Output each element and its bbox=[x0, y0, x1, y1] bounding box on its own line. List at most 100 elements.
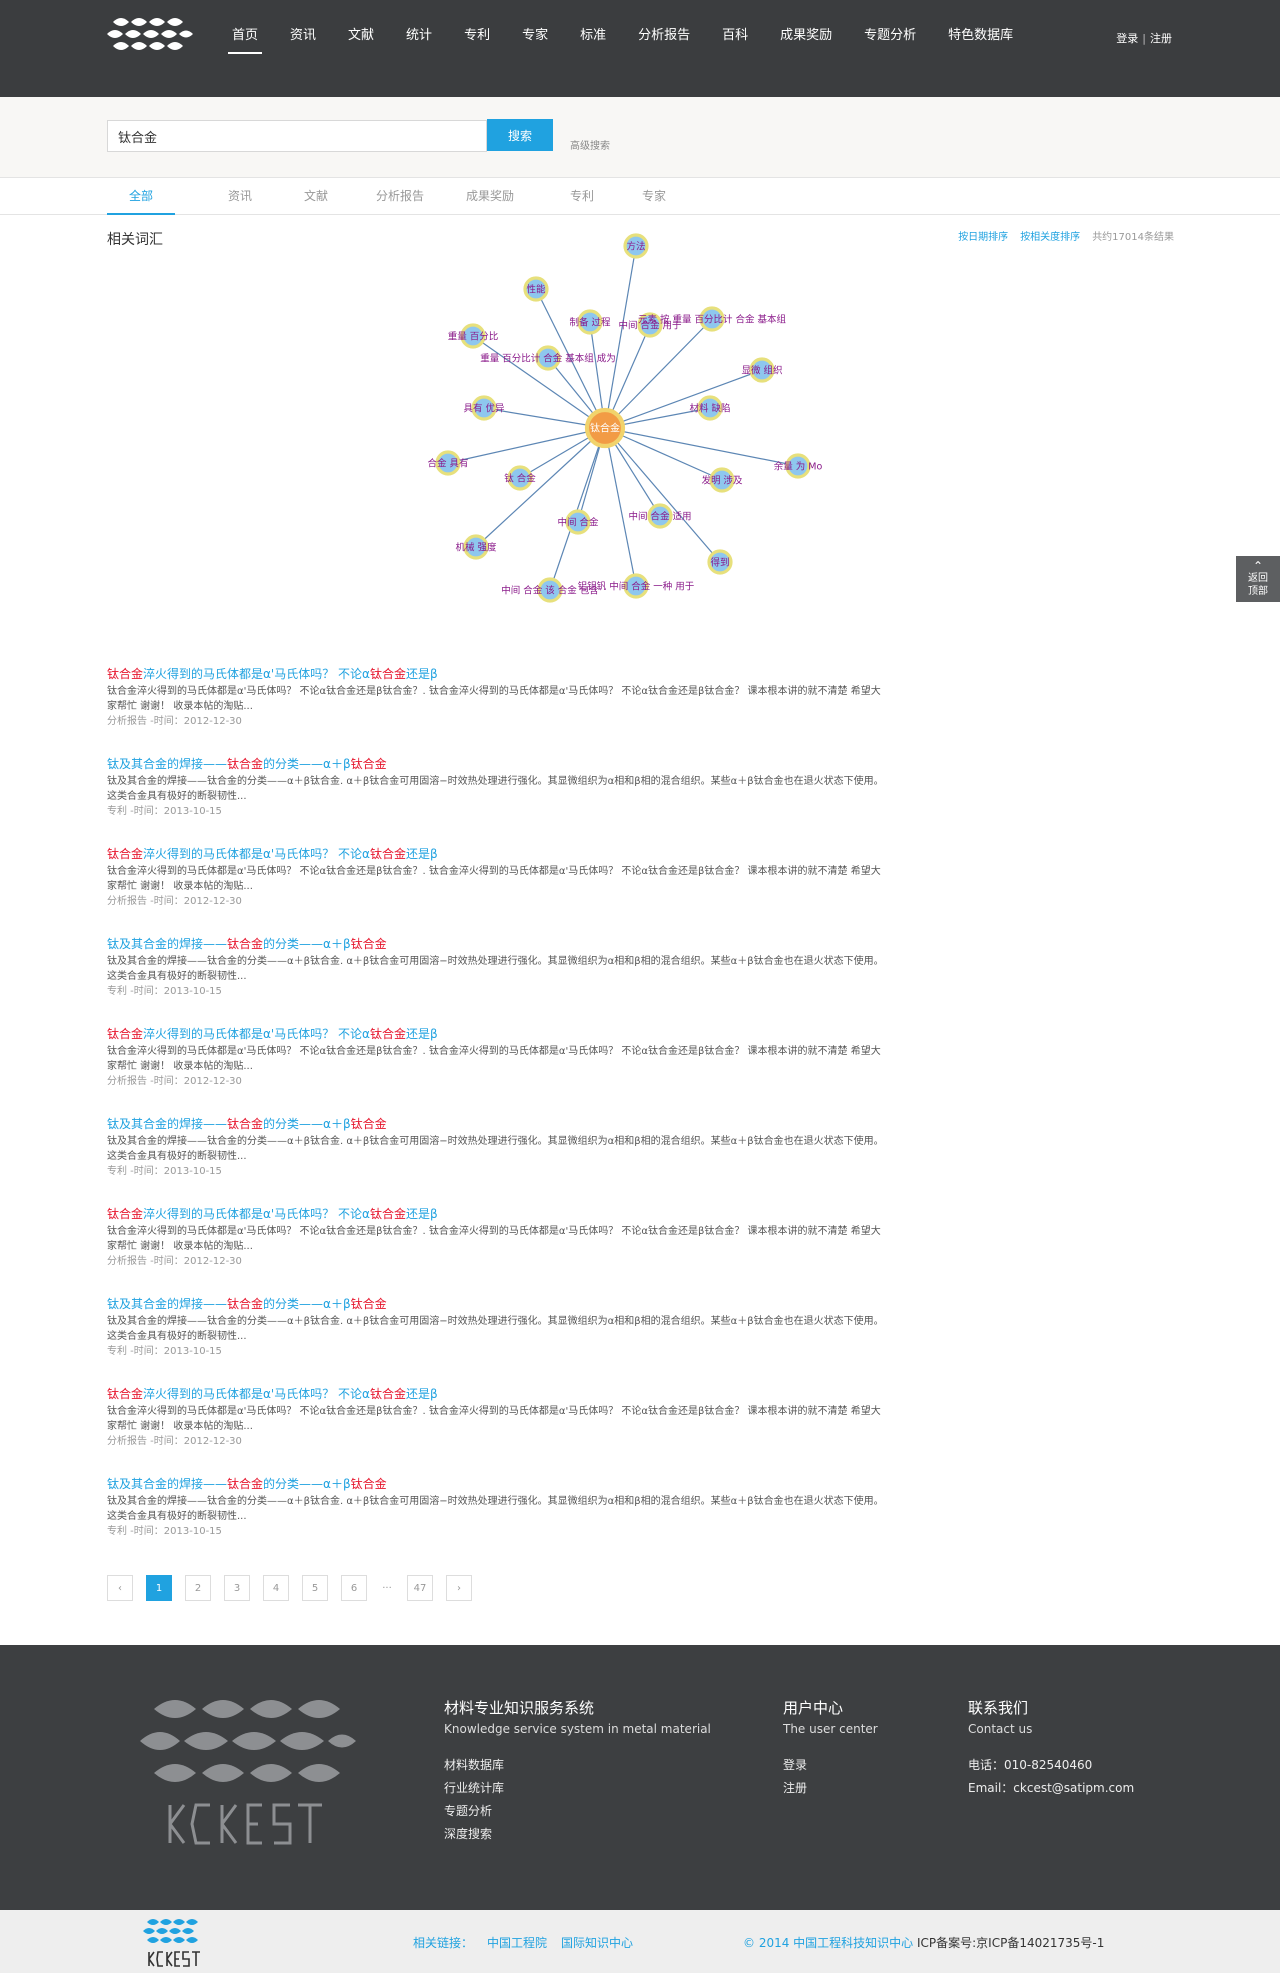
result-title-link[interactable]: 钛及其合金的焊接——钛合金的分类——α＋β钛合金 bbox=[107, 1476, 887, 1492]
graph-node-label[interactable]: 合金 具有 bbox=[427, 458, 468, 470]
result-title-link[interactable]: 钛合金淬火得到的马氏体都是α'马氏体吗？ 不论α钛合金还是β bbox=[107, 1206, 887, 1222]
graph-node[interactable] bbox=[709, 467, 735, 493]
nav-home[interactable]: 首页 bbox=[216, 0, 274, 72]
graph-node-label[interactable]: 中间 合金 适用 bbox=[628, 511, 691, 523]
graph-node[interactable] bbox=[463, 534, 489, 560]
footer-system-subtitle: Knowledge service system in metal materi… bbox=[444, 1722, 711, 1736]
page-6-button[interactable]: 6 bbox=[341, 1575, 367, 1601]
graph-node[interactable] bbox=[637, 312, 663, 338]
nav-topic-analysis[interactable]: 专题分析 bbox=[864, 28, 917, 43]
nav-literature[interactable]: 文献 bbox=[348, 28, 375, 43]
next-page-button[interactable]: › bbox=[446, 1575, 472, 1601]
page-3-button[interactable]: 3 bbox=[224, 1575, 250, 1601]
graph-node[interactable] bbox=[523, 276, 549, 302]
graph-node[interactable] bbox=[507, 465, 533, 491]
back-to-top-button[interactable]: ⌃ 返回 顶部 bbox=[1236, 556, 1280, 602]
nav-encyclopedia[interactable]: 百科 bbox=[722, 28, 749, 43]
footer-link-materials-db[interactable]: 材料数据库 bbox=[444, 1758, 505, 1772]
footer-register-link[interactable]: 注册 bbox=[783, 1781, 808, 1795]
graph-node[interactable] bbox=[623, 573, 649, 599]
footer-link-topic-analysis[interactable]: 专题分析 bbox=[444, 1804, 493, 1818]
graph-node-label[interactable]: 重量 百分比计 合金 基本组 成为 bbox=[480, 353, 616, 365]
graph-node-label[interactable]: 发明 涉及 bbox=[701, 475, 743, 487]
graph-node-label[interactable]: 中间 合金 用于 bbox=[618, 320, 681, 332]
graph-node-label[interactable]: 性能 bbox=[526, 284, 546, 296]
footer-link-deep-search[interactable]: 深度搜索 bbox=[444, 1827, 493, 1841]
graph-node-label[interactable]: 制备 过程 bbox=[569, 317, 611, 329]
graph-node[interactable] bbox=[749, 357, 775, 383]
page-1-button[interactable]: 1 bbox=[146, 1575, 172, 1601]
graph-node-label[interactable]: 材料 缺陷 bbox=[689, 403, 730, 415]
footer-email[interactable]: Email：ckcest@satipm.com bbox=[968, 1781, 1135, 1795]
prev-page-button[interactable]: ‹ bbox=[107, 1575, 133, 1601]
tab-patent[interactable]: 专利 bbox=[569, 189, 594, 203]
graph-node-label[interactable]: 中间 合金 该 合金 包含 bbox=[501, 585, 599, 597]
graph-node[interactable] bbox=[565, 509, 591, 535]
sort-by-relevance[interactable]: 按相关度排序 bbox=[1020, 232, 1081, 243]
graph-node-label[interactable]: 方法 bbox=[626, 241, 645, 253]
graph-node[interactable] bbox=[623, 233, 649, 259]
graph-node[interactable] bbox=[460, 323, 486, 349]
link-international-knowledge-center[interactable]: 国际知识中心 bbox=[561, 1936, 634, 1950]
graph-node-label[interactable]: 显微 组织 bbox=[741, 365, 782, 377]
nav-analysis-report[interactable]: 分析报告 bbox=[638, 28, 691, 43]
footer-link-industry-stats[interactable]: 行业统计库 bbox=[444, 1781, 505, 1795]
graph-node[interactable] bbox=[697, 395, 723, 421]
graph-node[interactable] bbox=[471, 395, 497, 421]
graph-node-label[interactable]: 得到 bbox=[710, 557, 729, 569]
graph-node[interactable] bbox=[535, 345, 561, 371]
ckcest-logo[interactable] bbox=[107, 14, 193, 78]
result-snippet: 钛及其合金的焊接——钛合金的分类——α＋β钛合金. α＋β钛合金可用固溶−时效热… bbox=[107, 1316, 884, 1342]
graph-node-label[interactable]: 元素 按 重量 百分比计 合金 基本组 bbox=[638, 314, 787, 326]
result-title-link[interactable]: 钛合金淬火得到的马氏体都是α'马氏体吗？ 不论α钛合金还是β bbox=[107, 1026, 887, 1042]
graph-node-label[interactable]: 铝钼钒 中间 合金 一种 用于 bbox=[578, 581, 695, 593]
tab-news[interactable]: 资讯 bbox=[227, 189, 252, 203]
result-title-link[interactable]: 钛合金淬火得到的马氏体都是α'马氏体吗？ 不论α钛合金还是β bbox=[107, 666, 887, 682]
graph-node-label[interactable]: 中间 合金 bbox=[557, 517, 599, 529]
advanced-search-link[interactable]: 高级搜索 bbox=[570, 141, 610, 152]
page-4-button[interactable]: 4 bbox=[263, 1575, 289, 1601]
graph-node[interactable] bbox=[785, 453, 811, 479]
result-title-link[interactable]: 钛及其合金的焊接——钛合金的分类——α＋β钛合金 bbox=[107, 756, 887, 772]
graph-center-node[interactable] bbox=[584, 407, 626, 449]
login-link[interactable]: 登录 bbox=[1116, 32, 1139, 45]
page-2-button[interactable]: 2 bbox=[185, 1575, 211, 1601]
graph-node[interactable] bbox=[435, 450, 461, 476]
tab-analysis-report[interactable]: 分析报告 bbox=[375, 189, 424, 203]
result-title-link[interactable]: 钛及其合金的焊接——钛合金的分类——α＋β钛合金 bbox=[107, 936, 887, 952]
result-title-link[interactable]: 钛合金淬火得到的马氏体都是α'马氏体吗？ 不论α钛合金还是β bbox=[107, 1386, 887, 1402]
graph-node-label[interactable]: 余量 为 Mo bbox=[774, 461, 823, 473]
tab-all[interactable]: 全部 bbox=[107, 178, 175, 215]
nav-awards[interactable]: 成果奖励 bbox=[780, 28, 833, 43]
copyright-owner[interactable]: © 2014 中国工程科技知识中心 bbox=[743, 1936, 914, 1950]
result-title-link[interactable]: 钛及其合金的焊接——钛合金的分类——α＋β钛合金 bbox=[107, 1296, 887, 1312]
link-chinese-academy-engineering[interactable]: 中国工程院 bbox=[487, 1936, 548, 1950]
page-5-button[interactable]: 5 bbox=[302, 1575, 328, 1601]
tab-awards[interactable]: 成果奖励 bbox=[465, 189, 514, 203]
graph-node-label[interactable]: 具有 优异 bbox=[463, 403, 505, 415]
footer-login-link[interactable]: 登录 bbox=[783, 1758, 808, 1772]
result-title-link[interactable]: 钛合金淬火得到的马氏体都是α'马氏体吗？ 不论α钛合金还是β bbox=[107, 846, 887, 862]
register-link[interactable]: 注册 bbox=[1150, 32, 1172, 45]
sort-by-date[interactable]: 按日期排序 bbox=[958, 232, 1009, 243]
nav-patent[interactable]: 专利 bbox=[464, 28, 491, 43]
graph-node[interactable] bbox=[537, 577, 563, 603]
search-button[interactable]: 搜索 bbox=[487, 119, 553, 151]
graph-node-label[interactable]: 重量 百分比 bbox=[448, 331, 499, 343]
tab-expert[interactable]: 专家 bbox=[641, 189, 666, 203]
nav-statistics[interactable]: 统计 bbox=[406, 28, 433, 43]
graph-node[interactable] bbox=[647, 503, 673, 529]
search-input[interactable] bbox=[107, 120, 487, 152]
graph-node-label[interactable]: 机械 强度 bbox=[455, 542, 497, 554]
tab-literature[interactable]: 文献 bbox=[303, 189, 328, 203]
graph-node[interactable] bbox=[707, 549, 733, 575]
result-title-link[interactable]: 钛及其合金的焊接——钛合金的分类——α＋β钛合金 bbox=[107, 1116, 887, 1132]
graph-node[interactable] bbox=[699, 306, 725, 332]
page-last-button[interactable]: 47 bbox=[407, 1575, 433, 1601]
nav-expert[interactable]: 专家 bbox=[522, 28, 549, 43]
graph-node-label[interactable]: 钛 合金 bbox=[504, 473, 536, 485]
nav-news[interactable]: 资讯 bbox=[290, 28, 317, 43]
nav-standard[interactable]: 标准 bbox=[580, 28, 607, 43]
graph-node[interactable] bbox=[577, 309, 603, 335]
nav-special-database[interactable]: 特色数据库 bbox=[948, 28, 1014, 43]
